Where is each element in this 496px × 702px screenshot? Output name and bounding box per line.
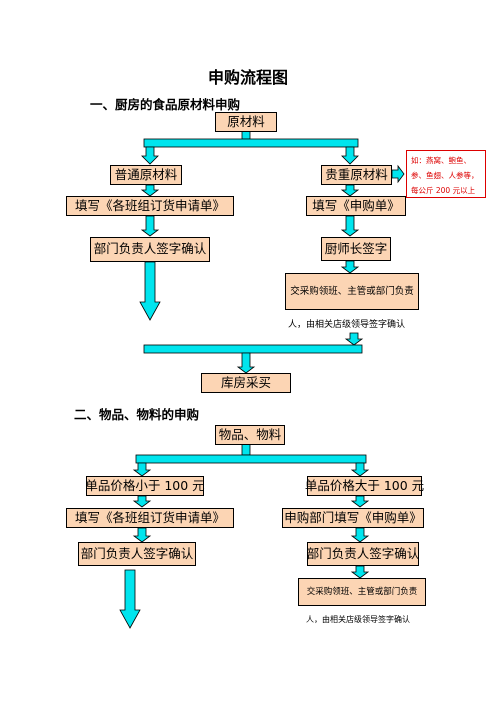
precious-materials-callout: 如：燕窝、鲍鱼、参、鱼翅、人参等，每公斤 200 元以上: [406, 150, 486, 198]
node-ordinary-materials: 普通原材料: [110, 165, 182, 185]
node-goods-materials: 物品、物料: [215, 425, 285, 445]
node-warehouse-purchase: 库房采买: [201, 373, 291, 393]
arrow-left-2-3: [140, 215, 160, 237]
node2-dept-head-sign-right: 部门负责人签字确认: [307, 542, 419, 566]
arrow2-left-2-3: [132, 527, 152, 543]
arrow-left-1-2: [140, 184, 160, 197]
node-unit-price-under-100: 单品价格小于 100 元: [85, 476, 205, 496]
node2-dept-head-sign: 部门负责人签字确认: [78, 542, 196, 566]
arrow-right-2-3: [340, 215, 360, 237]
node-submit-purchasing: 交采购领班、主管或部门负责: [285, 273, 419, 310]
branch-bar-2: [135, 454, 367, 464]
node-unit-price-over-100: 单品价格大于 100 元: [305, 476, 424, 496]
node-chef-sign: 厨师长签字: [321, 237, 391, 261]
arrow2-right-2-3: [350, 527, 370, 543]
arrow-root2-down: [241, 443, 251, 456]
node-raw-materials: 原材料: [215, 112, 277, 132]
arrow2-right-3-4: [350, 565, 370, 579]
arrow2-left-1-2: [132, 495, 152, 508]
arrow-right-note-down: [344, 332, 364, 346]
node-dept-head-sign: 部门负责人签字确认: [90, 237, 210, 262]
node2-fill-purchase-form: 申购部门填写《申购单》: [282, 508, 424, 528]
section-1-heading: 一、厨房的食品原材料申购: [90, 97, 241, 112]
node-precious-materials: 贵重原材料: [321, 165, 392, 185]
node-fill-team-order-form: 填写《各班组订货申请单》: [66, 196, 234, 216]
note2-leader-sign: 人，由相关店级领导签字确认: [306, 615, 410, 624]
arrow2-left-long: [119, 569, 141, 629]
arrow-to-right-2: [350, 462, 370, 477]
arrow-to-left-1: [141, 146, 159, 165]
page-title: 申购流程图: [207, 68, 288, 87]
node-fill-purchase-form: 填写《申购单》: [306, 196, 406, 216]
arrow-left-long: [139, 261, 161, 321]
merge-bar-1: [143, 344, 363, 354]
arrow-to-left-2: [132, 462, 152, 477]
arrow-to-right-1: [341, 146, 359, 165]
arrow-to-bottom: [236, 352, 256, 374]
arrow2-right-1-2: [350, 495, 370, 508]
arrow-right-3-4: [340, 260, 360, 274]
node2-submit-purchasing: 交采购领班、主管或部门负责: [298, 578, 426, 606]
note-leader-sign: 人，由相关店级领导签字确认: [288, 320, 406, 330]
callout-arrow: [391, 164, 405, 184]
arrow-right-1-2: [340, 184, 360, 197]
section-2-heading: 二、物品、物料的申购: [74, 407, 200, 422]
branch-bar-1: [143, 138, 359, 148]
node2-fill-team-order-form: 填写《各班组订货申请单》: [66, 508, 234, 528]
